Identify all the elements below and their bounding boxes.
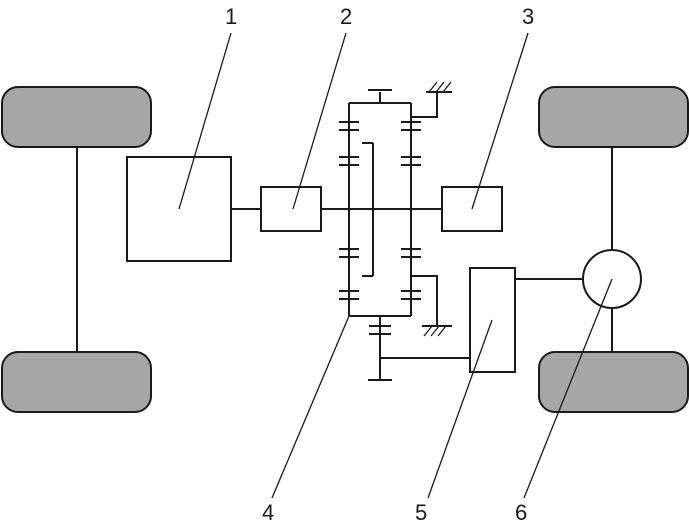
leader-2 xyxy=(292,32,347,210)
label-2: 2 xyxy=(340,4,352,29)
label-4: 4 xyxy=(262,500,274,524)
leader-3 xyxy=(471,32,529,210)
component-2-box xyxy=(260,186,322,232)
ground-symbol-bottom xyxy=(411,275,452,337)
wheel-front-left xyxy=(1,86,152,148)
label-3: 3 xyxy=(522,4,534,29)
leader-6 xyxy=(523,278,613,499)
component-5-box xyxy=(469,267,516,373)
wheel-rear-right xyxy=(538,351,689,413)
leader-1 xyxy=(178,32,232,210)
planetary-gearset xyxy=(339,89,421,317)
wheel-front-right xyxy=(538,86,689,148)
leader-4 xyxy=(271,315,350,499)
leader-5 xyxy=(427,319,493,499)
label-6: 6 xyxy=(515,500,527,524)
output-gear xyxy=(368,316,470,381)
label-5: 5 xyxy=(415,500,427,524)
ground-symbol-top xyxy=(411,81,452,118)
label-1: 1 xyxy=(225,4,237,29)
wheel-rear-left xyxy=(1,351,152,413)
